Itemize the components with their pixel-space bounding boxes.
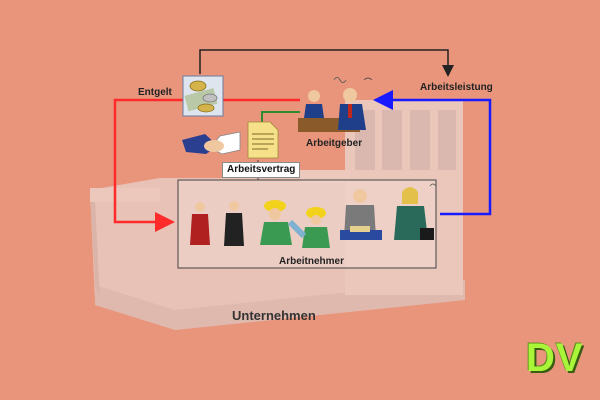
handshake-icon xyxy=(182,131,241,155)
label-unternehmen: Unternehmen xyxy=(232,308,316,323)
label-arbeitnehmer: Arbeitnehmer xyxy=(279,256,345,267)
label-entgelt: Entgelt xyxy=(138,87,172,98)
money-flow-arrow xyxy=(113,98,300,222)
employer-icon xyxy=(298,77,373,132)
top-loop-arrow xyxy=(199,49,454,77)
dv-logo: DV xyxy=(526,336,584,380)
decor-squiggle xyxy=(333,77,347,83)
label-arbeitsvertrag: Arbeitsvertrag xyxy=(222,162,301,178)
employees-illustration xyxy=(190,187,434,248)
employees-frame xyxy=(177,179,437,269)
label-arbeitgeber: Arbeitgeber xyxy=(306,138,363,149)
label-arbeitsleistung: Arbeitsleistung xyxy=(420,82,493,93)
money-icon xyxy=(182,75,224,117)
decor-squiggle xyxy=(429,183,437,187)
work-flow-arrow xyxy=(373,90,492,216)
contract-document-icon xyxy=(247,121,279,159)
